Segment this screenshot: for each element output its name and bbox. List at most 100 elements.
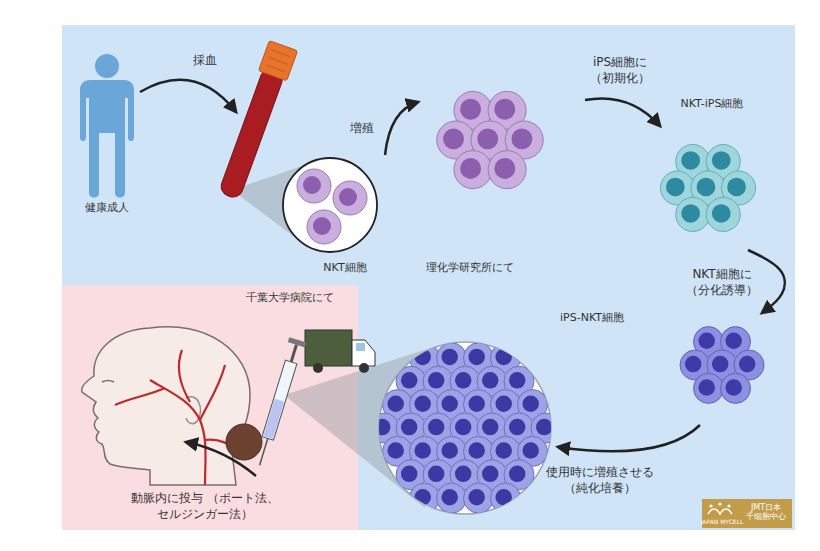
cell-nucleus (739, 356, 756, 373)
cell-nucleus (468, 489, 485, 506)
plunger-rod (291, 345, 297, 364)
cell-nucleus (428, 419, 445, 436)
cell-nucleus (401, 419, 418, 436)
annotation-label: 使用時に増殖させる （純化培養） (540, 464, 660, 496)
annotation-label: JAPAN MYCELL (701, 518, 744, 526)
syringe-liquid (263, 399, 284, 439)
annotation-label: 動脈内に投与 （ポート法、セルジンガー法） (113, 490, 297, 522)
cell-nucleus (482, 466, 499, 483)
cell-nucleus (509, 419, 526, 436)
cell-nucleus (468, 349, 485, 366)
cap-ridge (269, 57, 288, 64)
cell-nucleus (712, 204, 731, 223)
person-icon (80, 54, 134, 198)
cell-nucleus (666, 178, 685, 197)
logo-dot (718, 502, 721, 505)
cell-nucleus (468, 395, 485, 412)
node-label: 千葉大学病院にて (246, 291, 334, 306)
cell (721, 373, 751, 403)
cell-nucleus (477, 128, 498, 149)
cell-nucleus (698, 332, 715, 349)
annotation-label: iPS細胞に （初期化） (578, 54, 662, 86)
edge-label: NKT細胞に （分化誘導） (680, 266, 764, 298)
nkt-cell (307, 210, 341, 244)
truck-cargo (305, 330, 352, 366)
blood-tube (215, 41, 298, 202)
truck-cab (352, 340, 375, 366)
cell-group: NKT-iPS細胞 (646, 126, 770, 250)
cell-nucleus (495, 489, 512, 506)
culture-arrow (558, 425, 700, 451)
truck-window (356, 343, 365, 351)
cell-nucleus (725, 379, 742, 396)
injection-arrow (186, 442, 256, 476)
cell-nucleus (727, 178, 746, 197)
cell-nucleus (681, 151, 700, 170)
cell-nucleus (414, 489, 431, 506)
cell-nucleus (725, 332, 742, 349)
cell-nucleus (455, 419, 472, 436)
magnifier-circle (283, 158, 377, 252)
cell-nucleus (468, 442, 485, 459)
truck-wheel (313, 363, 323, 373)
cell-nucleus (482, 419, 499, 436)
cell-nucleus (414, 442, 431, 459)
cell-nucleus (697, 178, 716, 197)
cell (464, 483, 494, 513)
cell-nucleus (441, 442, 458, 459)
cell (488, 151, 526, 189)
syringe-barrel (262, 360, 297, 440)
cell-cluster (369, 343, 561, 513)
plunger-top (288, 337, 307, 347)
annotation-label: 採血 (193, 52, 217, 68)
process-arrow (748, 250, 785, 313)
cell-nucleus (494, 158, 515, 179)
lab-panel (62, 25, 795, 530)
cell (694, 373, 724, 403)
cell-nucleus (681, 204, 700, 223)
cell-group: iPS-NKT細胞 (670, 313, 774, 417)
cell-nucleus (495, 349, 512, 366)
logo-dot (727, 504, 730, 507)
cell-nucleus (509, 372, 526, 389)
cell-bag-circle (379, 342, 551, 514)
cell-nucleus (455, 466, 472, 483)
cell-nucleus (401, 466, 418, 483)
cell-nucleus (374, 419, 391, 436)
node-label: 理化学研究所にて (426, 261, 514, 276)
cell (676, 197, 710, 231)
tube-cap (258, 41, 297, 81)
cell-nucleus (685, 356, 702, 373)
annotation-label: 増殖 (350, 120, 374, 136)
nkt-cell (297, 169, 331, 203)
cell-nucleus (494, 99, 515, 120)
nkt-magnifier (283, 158, 377, 252)
cell-nucleus (495, 442, 512, 459)
cell-nucleus (509, 466, 526, 483)
eye (102, 381, 114, 383)
magnifier-wedge (284, 345, 440, 508)
cell (491, 483, 521, 513)
cell-group: NKT細胞 (283, 158, 377, 252)
cell-nucleus (522, 442, 539, 459)
cell-nucleus (387, 395, 404, 412)
cell-nucleus (414, 395, 431, 412)
cell-nucleus (522, 395, 539, 412)
node-label: iPS-NKT細胞 (560, 311, 624, 326)
person-head (95, 54, 119, 78)
truck-wheel (359, 363, 369, 373)
cell-cluster (660, 145, 755, 232)
proliferation-arrow (385, 102, 418, 155)
cell-clusters (369, 91, 764, 513)
cell-nucleus (441, 395, 458, 412)
cell-nucleus (460, 99, 481, 120)
cap-ridge (266, 65, 285, 72)
cell-nucleus (443, 128, 464, 149)
cell (706, 197, 740, 231)
truck (305, 330, 375, 373)
cell-nucleus (303, 176, 321, 194)
cell-nucleus (482, 372, 499, 389)
annotation-label: JMT日本 千细胞中心 (742, 503, 790, 521)
